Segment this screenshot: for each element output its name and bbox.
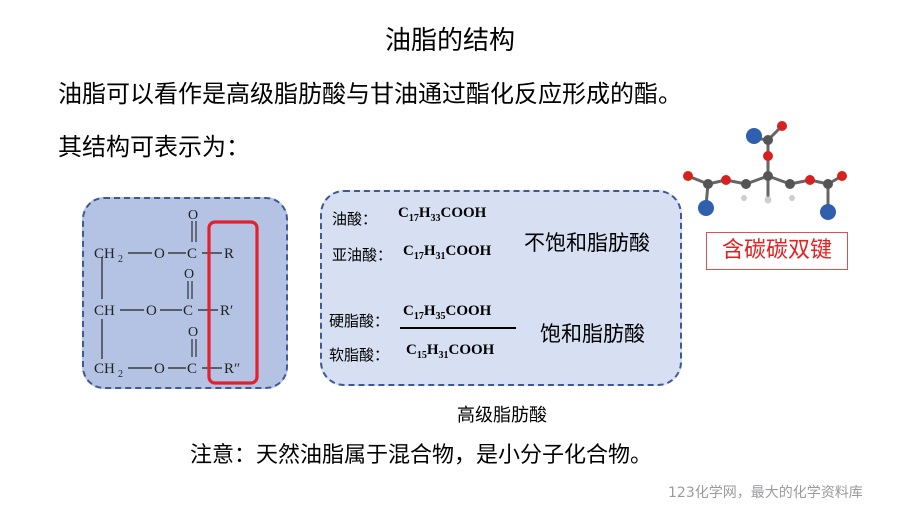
oleic-acid-label: 油酸： [332,210,378,228]
row2-ch: CH [94,303,115,319]
row3-ch: CH [94,361,115,377]
row1-carbonyl-o: O [188,208,198,223]
row2-carbonyl-o: O [184,267,194,282]
row3-r: R″ [224,361,240,377]
saturated-label: 饱和脂肪酸 [540,322,645,346]
stearic-acid-label: 硬脂酸： [329,312,390,330]
intro-text: 油脂可以看作是高级脂肪酸与甘油通过酯化反应形成的酯。 [58,80,682,108]
linoleic-acid-formula: C17H31COOH [403,243,492,262]
fatty-acid-panel [320,190,682,386]
row2-c: C [183,303,193,319]
note-text: 注意：天然油脂属于混合物，是小分子化合物。 [190,443,653,468]
linoleic-acid-label: 亚油酸： [332,246,393,264]
row1-r: R [224,246,234,262]
watermark-text: 123化学网，最大的化学资料库 [668,485,863,501]
row3-o: O [154,361,165,377]
row1-ch: CH [94,246,115,262]
structure-panel [82,197,288,389]
row1-c: C [187,246,197,262]
formula-divider [400,327,516,329]
triglyceride-structure: CH 2 O C O R CH O C O R′ CH 2 O C O R″ [94,208,259,385]
unsaturated-label: 不饱和脂肪酸 [524,231,650,255]
row3-ch-sub: 2 [118,369,123,380]
row1-o: O [154,246,165,262]
page-title: 油脂的结构 [384,26,515,56]
palmitic-acid-label: 软脂酸： [329,346,390,364]
structure-intro-text: 其结构可表示为： [58,133,250,161]
row2-r: R′ [220,303,233,319]
row2-o: O [146,303,157,319]
r-group-highlight [207,220,259,385]
row1-ch-sub: 2 [118,254,123,265]
molecule-model-image [683,121,847,220]
stearic-acid-formula: C17H35COOH [403,303,492,322]
palmitic-acid-formula: C15H31COOH [406,342,495,361]
row3-c: C [187,361,197,377]
fatty-acid-caption: 高级脂肪酸 [457,405,547,426]
row3-carbonyl-o: O [188,325,198,340]
double-bond-label: 含碳碳双键 [706,232,848,270]
oleic-acid-formula: C17H33COOH [398,205,487,224]
